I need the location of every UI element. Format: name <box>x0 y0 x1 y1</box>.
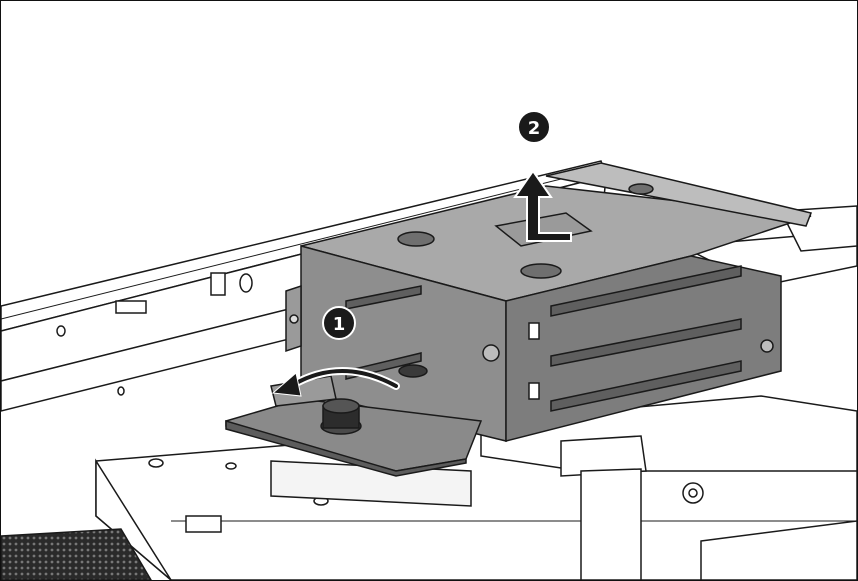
callout-1-label: 1 <box>333 314 346 335</box>
drive-cage <box>285 162 813 442</box>
callout-2-label: 2 <box>528 118 541 139</box>
release-lever <box>225 364 483 477</box>
callout-1: 1 <box>322 306 356 340</box>
arrow-up-icon <box>513 169 572 242</box>
right-bracket <box>480 205 857 580</box>
heatsink-grille <box>1 528 152 580</box>
callout-2: 2 <box>517 110 551 144</box>
curved-arrow-left-icon <box>271 367 400 397</box>
